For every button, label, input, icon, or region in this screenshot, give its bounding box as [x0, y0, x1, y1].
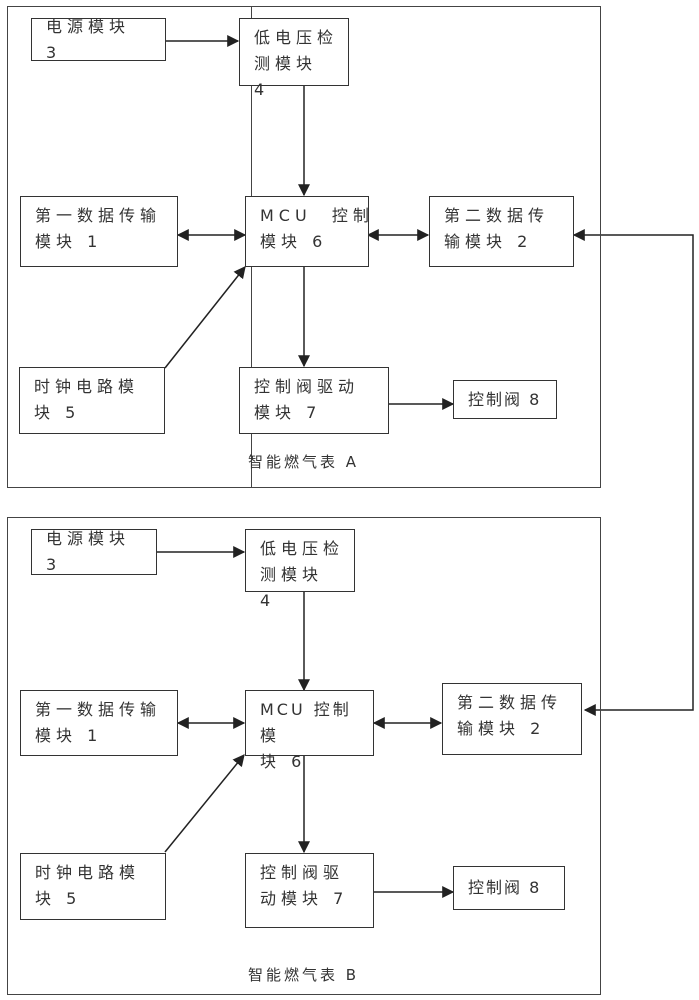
- power-module-b: 电源模块 3: [31, 529, 157, 575]
- mcu-module-a: MCU 控制 模块 6: [245, 196, 369, 267]
- power-module-b-label: 电源模块 3: [46, 529, 131, 574]
- clock-module-a-line2: 块 5: [34, 403, 81, 422]
- data2-module-b: 第二数据传 输模块 2: [442, 683, 582, 755]
- data1-module-b-line1: 第一数据传输: [35, 700, 162, 719]
- clock-module-b-line1: 时钟电路模: [35, 863, 141, 882]
- meter-b-caption: 智能燃气表 B: [248, 966, 360, 984]
- clock-module-b-line2: 块 5: [35, 889, 82, 908]
- low-voltage-module-b: 低电压检 测模块 4: [245, 529, 355, 610]
- meter-b-box: [7, 517, 601, 995]
- data1-module-a: 第一数据传输 模块 1: [20, 196, 178, 267]
- valve-driver-module-b-line1: 控制阀驱: [260, 863, 345, 882]
- mcu-module-b: MCU 控制模 块 6: [245, 690, 374, 771]
- control-valve-b: 控制阀 8: [453, 866, 565, 910]
- mcu-module-a-line2: 模块 6: [260, 232, 328, 251]
- data2-module-b-line1: 第二数据传: [457, 693, 563, 712]
- data2-module-b-line2: 输模块 2: [457, 719, 546, 738]
- valve-driver-module-b-line2: 动模块 7: [260, 889, 349, 908]
- low-voltage-module-a-line1: 低电压检: [254, 28, 339, 47]
- valve-driver-module-a: 控制阀驱动 模块 7: [239, 367, 389, 434]
- data1-module-a-line1: 第一数据传输: [35, 206, 162, 225]
- meter-a-caption: 智能燃气表 A: [248, 453, 360, 471]
- data1-module-b-line2: 模块 1: [35, 726, 103, 745]
- low-voltage-module-b-line2: 测模块 4: [260, 565, 324, 610]
- control-valve-b-label: 控制阀 8: [468, 878, 542, 897]
- data2-module-a: 第二数据传 输模块 2: [429, 196, 574, 267]
- wire-clock-to-mcu-b: [164, 754, 245, 853]
- wire-clock-to-mcu-a: [164, 266, 246, 369]
- valve-driver-module-a-line1: 控制阀驱动: [254, 377, 360, 396]
- low-voltage-module-b-line1: 低电压检: [260, 539, 345, 558]
- mcu-module-a-line1: MCU 控制: [260, 206, 374, 225]
- wire-meter-a-to-meter-b: [572, 229, 694, 716]
- data2-module-a-line2: 输模块 2: [444, 232, 533, 251]
- data2-module-a-line1: 第二数据传: [444, 206, 550, 225]
- power-module-a-label: 电源模块 3: [46, 16, 131, 62]
- clock-module-a: 时钟电路模 块 5: [19, 367, 165, 434]
- data1-module-a-line2: 模块 1: [35, 232, 103, 251]
- mcu-module-b-line1: MCU 控制模: [260, 700, 352, 745]
- clock-module-a-line1: 时钟电路模: [34, 377, 140, 396]
- valve-driver-module-a-line2: 模块 7: [254, 403, 322, 422]
- mcu-module-b-line2: 块 6: [260, 752, 307, 771]
- meter-a-box: [7, 6, 601, 488]
- power-module-a: 电源模块 3: [31, 17, 166, 62]
- clock-module-b: 时钟电路模 块 5: [20, 853, 166, 920]
- valve-driver-module-b: 控制阀驱 动模块 7: [245, 853, 374, 928]
- control-valve-a-label: 控制阀 8: [468, 389, 542, 409]
- data1-module-b: 第一数据传输 模块 1: [20, 690, 178, 756]
- low-voltage-module-a: 低电压检 测模块 4: [239, 18, 349, 99]
- low-voltage-module-a-line2: 测模块 4: [254, 54, 318, 99]
- control-valve-a: 控制阀 8: [453, 380, 557, 419]
